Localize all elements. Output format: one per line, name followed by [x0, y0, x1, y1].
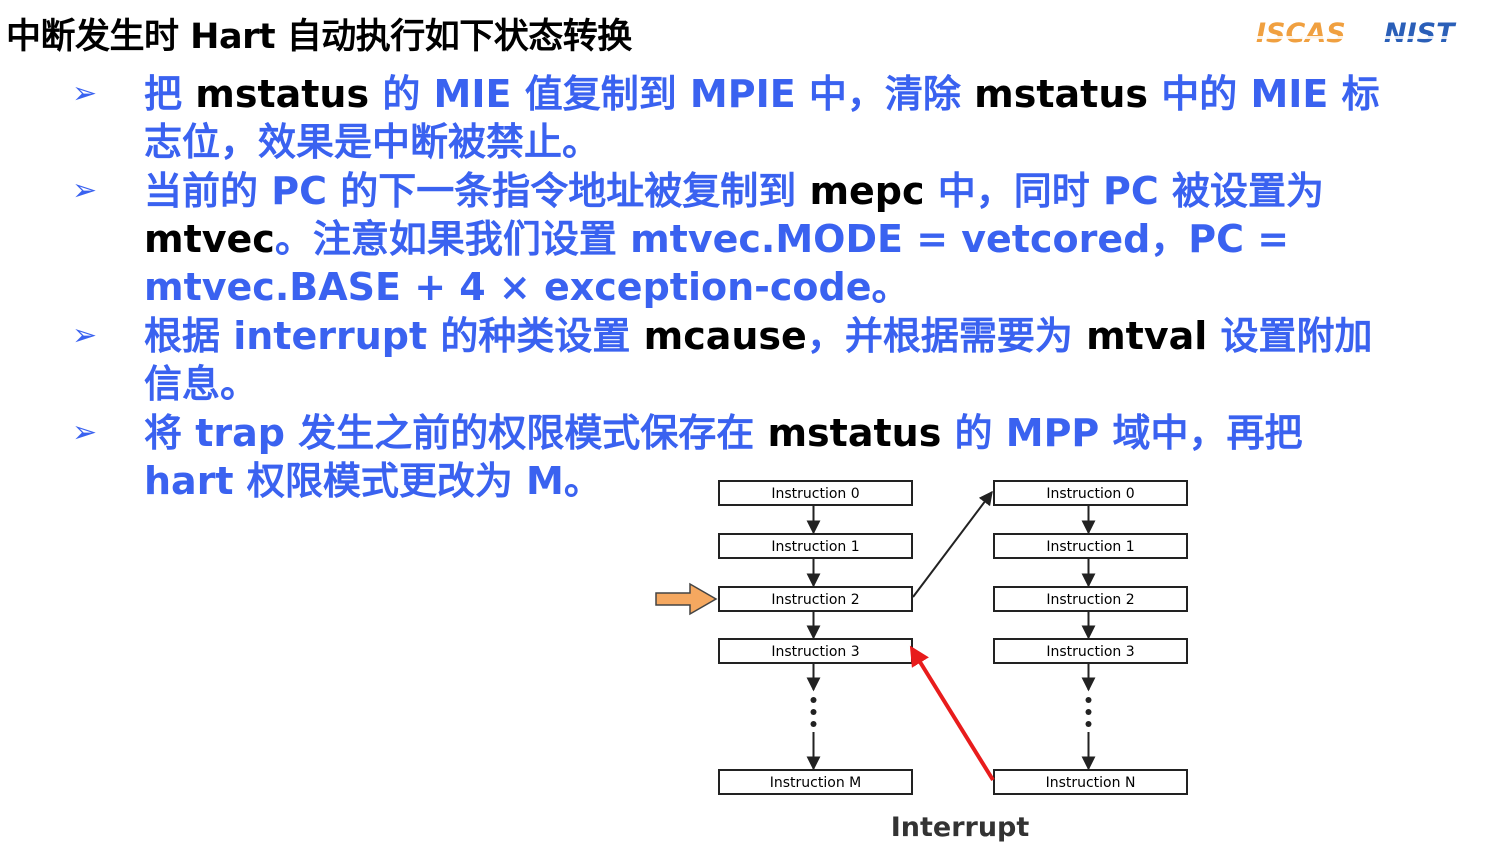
ellipsis-dot: [810, 709, 817, 715]
register-keyword: mepc: [809, 169, 925, 213]
current-pc-arrow: [655, 582, 718, 616]
diagram-caption: Interrupt: [890, 812, 1030, 843]
instruction-label: Instruction 1: [1046, 539, 1134, 555]
bullet-segment: 中，同时 PC 被设置为: [924, 169, 1324, 213]
bullet-line: mtvec.BASE + 4 × exception-code。: [144, 263, 1394, 311]
bullet-line: hart 权限模式更改为 M。: [144, 457, 1394, 505]
bullet-line: 把 mstatus 的 MIE 值复制到 MPIE 中，清除 mstatus 中…: [144, 70, 1394, 118]
instruction-box: [718, 586, 913, 612]
register-keyword: mtvec: [144, 217, 275, 261]
bullet-arrow-icon: ➢: [72, 415, 98, 450]
bullet-segment: 设置附加: [1207, 314, 1373, 358]
instruction-label: Instruction M: [770, 775, 861, 791]
register-keyword: mtval: [1086, 314, 1208, 358]
return-arrow: [909, 645, 995, 782]
bullet-segment: 志位，效果是中断被禁止。: [144, 120, 601, 164]
bullet-line: 根据 interrupt 的种类设置 mcause，并根据需要为 mtval 设…: [144, 312, 1394, 360]
nist-logo: NIST: [1384, 18, 1455, 54]
iscas-logo: ISCAS: [1256, 18, 1346, 54]
instruction-box: [718, 533, 913, 559]
ellipsis-dot: [1085, 709, 1092, 715]
register-keyword: mcause: [643, 314, 807, 358]
bullet-segment: 把: [144, 72, 196, 116]
instruction-label: Instruction 2: [1046, 592, 1134, 608]
instruction-box: [993, 769, 1188, 795]
instruction-label: Instruction 0: [1046, 486, 1134, 502]
bullet-line: 信息。: [144, 360, 1394, 408]
instruction-label: Instruction 2: [771, 592, 859, 608]
instruction-box: [993, 638, 1188, 664]
instruction-box: [993, 480, 1188, 506]
bullet-text: 根据 interrupt 的种类设置 mcause，并根据需要为 mtval 设…: [144, 312, 1394, 408]
bullet-line: 将 trap 发生之前的权限模式保存在 mstatus 的 MPP 域中，再把: [144, 409, 1394, 457]
bullet-segment: 中的 MIE 标: [1148, 72, 1380, 116]
bullet-segment: ，并根据需要为: [806, 314, 1087, 358]
instruction-box: [718, 480, 913, 506]
instruction-label: Instruction 3: [1046, 644, 1134, 660]
bullet-segment: 信息。: [144, 362, 259, 406]
bullet-segment: 的 MPP 域中，再把: [941, 411, 1303, 455]
instruction-label: Instruction 3: [771, 644, 859, 660]
ellipsis-dot: [810, 721, 817, 727]
instruction-label: Instruction 0: [771, 486, 859, 502]
nist-logo-text: NIST: [1384, 18, 1455, 49]
register-keyword: mstatus: [195, 72, 370, 116]
bullet-segment: 当前的 PC 的下一条指令地址被复制到: [144, 169, 810, 213]
register-keyword: mstatus: [974, 72, 1149, 116]
ellipsis-dot: [810, 697, 817, 703]
bullet-arrow-icon: ➢: [72, 318, 98, 353]
page-title: 中断发生时 Hart 自动执行如下状态转换: [6, 17, 632, 57]
bullet-segment: hart 权限模式更改为 M。: [144, 459, 602, 503]
bullet-line: mtvec。注意如果我们设置 mtvec.MODE = vetcored，PC …: [144, 215, 1394, 263]
bullet-segment: 将 trap 发生之前的权限模式保存在: [144, 411, 768, 455]
interrupt-jump-arrow: [912, 490, 993, 598]
bullet-segment: 根据 interrupt 的种类设置: [144, 314, 644, 358]
iscas-logo-text: ISCAS: [1256, 18, 1346, 49]
register-keyword: mstatus: [767, 411, 942, 455]
bullet-segment: mtvec.BASE + 4 × exception-code。: [144, 265, 910, 309]
bullet-segment: 的 MIE 值复制到 MPIE 中，清除: [369, 72, 975, 116]
bullet-line: 当前的 PC 的下一条指令地址被复制到 mepc 中，同时 PC 被设置为: [144, 167, 1394, 215]
bullet-arrow-icon: ➢: [72, 76, 98, 111]
bullet-segment: 。注意如果我们设置 mtvec.MODE = vetcored，PC =: [274, 217, 1290, 261]
ellipsis-dot: [1085, 697, 1092, 703]
bullet-arrow-icon: ➢: [72, 173, 98, 208]
ellipsis-dot: [1085, 721, 1092, 727]
instruction-label: Instruction 1: [771, 539, 859, 555]
bullet-text: 把 mstatus 的 MIE 值复制到 MPIE 中，清除 mstatus 中…: [144, 70, 1394, 166]
bullet-line: 志位，效果是中断被禁止。: [144, 118, 1394, 166]
instruction-label: Instruction N: [1046, 775, 1136, 791]
